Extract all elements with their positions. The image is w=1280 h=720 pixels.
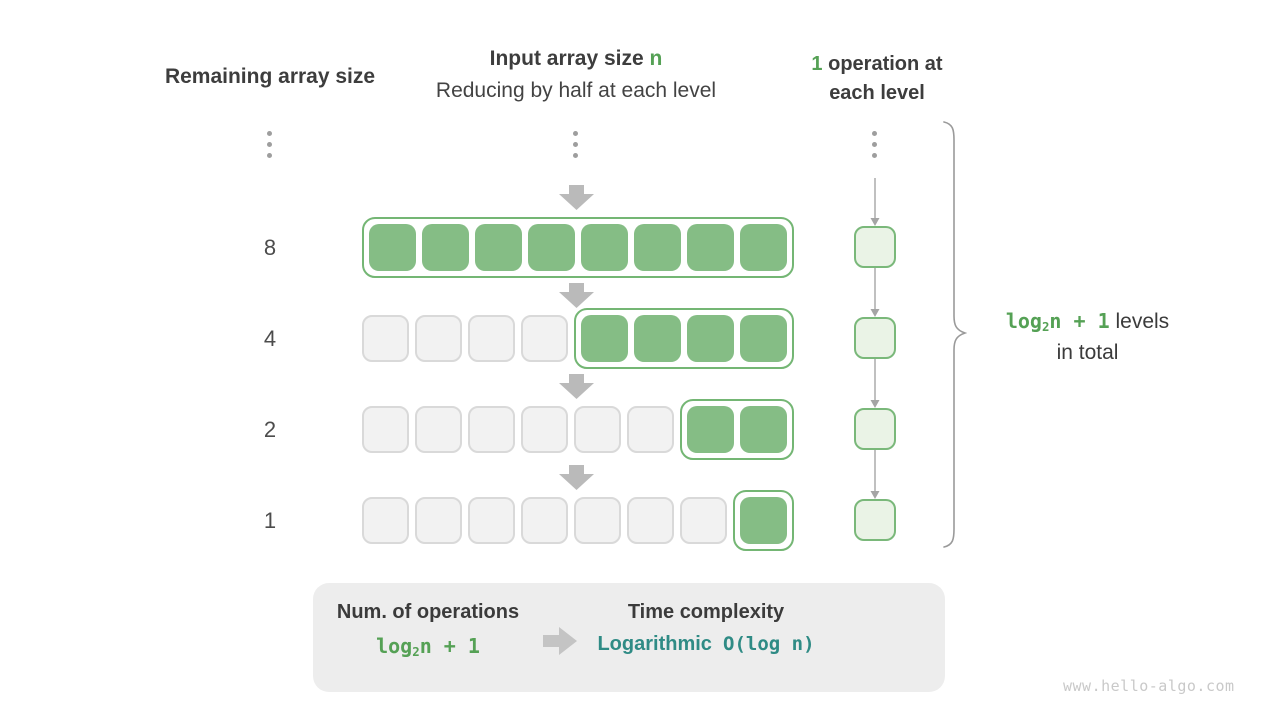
header-n-highlight: n <box>649 47 663 70</box>
operation-cell <box>854 317 896 359</box>
array-cell-active <box>581 315 628 362</box>
array-cell-active <box>740 315 787 362</box>
down-arrow-icon <box>559 283 594 308</box>
array-cell-active <box>687 224 734 271</box>
row-label: 2 <box>263 417 277 442</box>
operation-cell <box>854 499 896 541</box>
operation-cell <box>854 226 896 268</box>
header-input-array-title: Input array size n <box>489 47 663 70</box>
watermark: www.hello-algo.com <box>1063 677 1235 695</box>
header-input-array: Input array size n Reducing by half at e… <box>396 46 756 103</box>
array-cell-empty <box>468 497 515 544</box>
array-cell-empty <box>574 497 621 544</box>
ellipsis-dots-left <box>267 131 272 158</box>
summary-complexity-title: Time complexity <box>627 601 785 623</box>
active-subarray <box>680 399 794 460</box>
array-row <box>362 399 794 460</box>
array-cell-empty <box>415 315 462 362</box>
summary-operations-formula: log2n + 1 <box>376 634 480 659</box>
down-arrow-icon <box>559 185 594 210</box>
summary-box <box>313 583 945 692</box>
array-cell-active <box>422 224 469 271</box>
array-cell-empty <box>362 315 409 362</box>
header-operation-at-each-level: 1 operation at each level <box>811 53 943 104</box>
ellipsis-dots-center <box>573 131 578 158</box>
array-cell-empty <box>468 406 515 453</box>
ellipsis-dots-right <box>872 131 877 158</box>
levels-brace <box>943 121 967 548</box>
array-cell-empty <box>574 406 621 453</box>
summary-complexity: Time complexity Logarithmic O(log n) <box>578 601 834 656</box>
row-label: 4 <box>263 326 277 351</box>
array-cell-empty <box>627 406 674 453</box>
summary-arrow-icon <box>543 627 577 655</box>
down-arrow-icon <box>559 374 594 399</box>
array-row <box>362 490 794 551</box>
array-cell-empty <box>680 497 727 544</box>
array-cell-active <box>528 224 575 271</box>
array-cell-empty <box>468 315 515 362</box>
array-cell-active <box>687 406 734 453</box>
array-cell-empty <box>362 497 409 544</box>
array-cell-empty <box>521 497 568 544</box>
array-cell-active <box>634 224 681 271</box>
row-label: 8 <box>263 235 277 260</box>
array-row <box>362 217 794 278</box>
array-cell-active <box>369 224 416 271</box>
array-cell-active <box>581 224 628 271</box>
array-row <box>362 308 794 369</box>
levels-total-label: log2n + 1 levels in total <box>1005 309 1170 364</box>
array-cell-empty <box>521 315 568 362</box>
array-cell-empty <box>415 406 462 453</box>
array-cell-active <box>475 224 522 271</box>
array-cell-empty <box>362 406 409 453</box>
active-subarray <box>574 308 794 369</box>
array-cell-empty <box>521 406 568 453</box>
array-cell-active <box>687 315 734 362</box>
levels-formula: log2n + 1 <box>1005 309 1110 334</box>
array-cell-active <box>740 497 787 544</box>
header-remaining-array-size: Remaining array size <box>164 65 376 88</box>
summary-operations: Num. of operations log2n + 1 <box>328 601 528 659</box>
header-one-highlight: 1 <box>811 53 823 75</box>
operation-cell <box>854 408 896 450</box>
header-input-array-subtitle: Reducing by half at each level <box>435 79 717 102</box>
down-arrow-icon <box>559 465 594 490</box>
array-cell-active <box>634 315 681 362</box>
array-cell-empty <box>627 497 674 544</box>
operation-connector-arrows <box>870 178 880 499</box>
array-cell-empty <box>415 497 462 544</box>
array-cell-active <box>740 224 787 271</box>
array-cell-active <box>740 406 787 453</box>
active-subarray <box>733 490 794 551</box>
active-subarray <box>362 217 794 278</box>
row-label: 1 <box>263 508 277 533</box>
summary-complexity-value: Logarithmic O(log n) <box>597 633 815 655</box>
summary-operations-title: Num. of operations <box>336 601 520 623</box>
